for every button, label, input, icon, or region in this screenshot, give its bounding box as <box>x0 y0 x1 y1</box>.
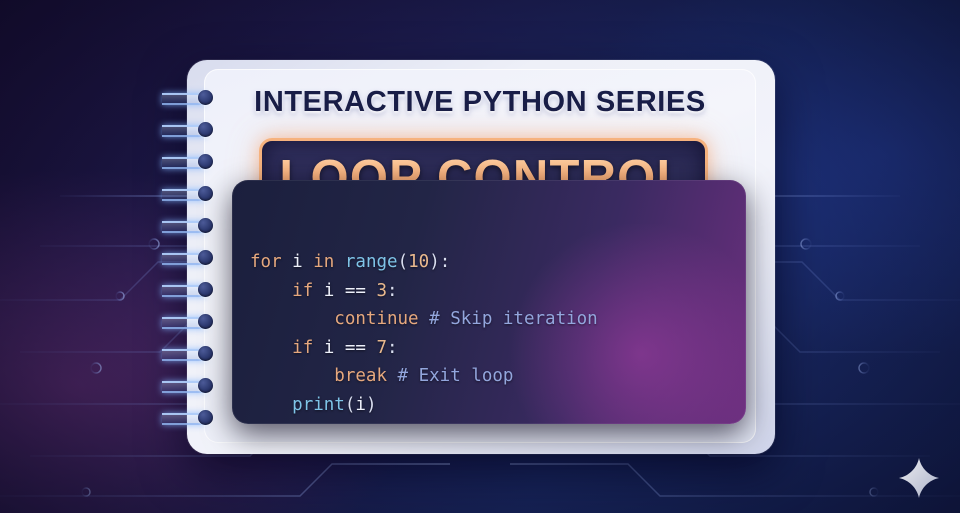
binding-ring <box>162 122 228 137</box>
code-token: i <box>292 252 303 272</box>
code-token <box>419 309 430 329</box>
code-token: ( <box>344 394 356 415</box>
binding-ring <box>162 346 228 361</box>
code-token <box>250 366 334 386</box>
code-line: if i == 7: <box>250 334 598 363</box>
code-token: == <box>344 337 366 358</box>
binding-hole <box>198 154 213 169</box>
binding-wire <box>162 221 206 233</box>
code-line: for i in range(10): <box>250 248 598 277</box>
code-token: i <box>323 337 335 358</box>
binding-wire <box>162 381 206 393</box>
code-token: i <box>323 280 335 301</box>
code-token: ) <box>365 394 377 415</box>
code-token <box>313 338 324 358</box>
page-title: INTERACTIVE PYTHON SERIES <box>254 86 706 118</box>
code-token <box>303 252 314 272</box>
binding-ring <box>162 282 228 297</box>
binding-wire <box>162 125 206 137</box>
code-block[interactable]: for i in range(10): if i == 3: continue … <box>250 248 598 419</box>
code-token <box>250 281 292 301</box>
binding-hole <box>198 250 213 265</box>
binding-ring <box>162 378 228 393</box>
binding-hole <box>198 218 213 233</box>
code-token <box>334 338 345 358</box>
code-line: if i == 3: <box>250 277 598 306</box>
sparkle-icon <box>899 458 939 498</box>
binding-wire <box>162 413 206 425</box>
binding-ring <box>162 410 228 425</box>
code-token: # Skip iteration <box>429 309 598 329</box>
binding-ring <box>162 314 228 329</box>
binding-hole <box>198 122 213 137</box>
code-token <box>334 252 345 272</box>
code-token: break <box>334 366 387 386</box>
binding-wire <box>162 157 206 169</box>
binding-wire <box>162 253 206 265</box>
code-token: 7 <box>376 337 388 358</box>
binding-wire <box>162 317 206 329</box>
code-token: == <box>344 280 366 301</box>
spiral-binding <box>162 60 240 454</box>
binding-wire <box>162 285 206 297</box>
code-token: if <box>292 280 314 301</box>
code-token <box>313 281 324 301</box>
binding-ring <box>162 186 228 201</box>
code-token: : <box>387 280 398 301</box>
panel-glow <box>496 224 746 424</box>
code-token: in <box>313 252 335 272</box>
code-token: for <box>250 252 282 272</box>
code-line: print(i) <box>250 391 598 420</box>
binding-wire <box>162 189 206 201</box>
binding-wire <box>162 349 206 361</box>
code-token: ): <box>429 252 451 272</box>
code-token <box>282 252 293 272</box>
code-token: 10 <box>408 252 430 272</box>
code-token: 3 <box>376 280 388 301</box>
code-line: break # Exit loop <box>250 362 598 391</box>
code-token <box>366 338 377 358</box>
code-token <box>250 338 292 358</box>
code-token <box>250 395 292 415</box>
binding-ring <box>162 154 228 169</box>
binding-hole <box>198 186 213 201</box>
code-token: print <box>292 394 345 415</box>
binding-hole <box>198 282 213 297</box>
code-token: ( <box>397 252 409 272</box>
code-token <box>366 281 377 301</box>
code-token: # Exit loop <box>397 366 514 386</box>
code-token <box>387 366 398 386</box>
code-token: range <box>344 252 398 272</box>
code-token <box>334 281 345 301</box>
binding-hole <box>198 90 213 105</box>
binding-ring <box>162 250 228 265</box>
code-token: i <box>355 394 366 415</box>
code-line: continue # Skip iteration <box>250 305 598 334</box>
code-panel: for i in range(10): if i == 3: continue … <box>232 180 746 424</box>
binding-ring <box>162 218 228 233</box>
code-token <box>250 309 334 329</box>
binding-hole <box>198 314 213 329</box>
code-token: : <box>387 337 398 358</box>
binding-hole <box>198 346 213 361</box>
binding-hole <box>198 378 213 393</box>
code-token: if <box>292 337 314 358</box>
binding-wire <box>162 93 206 105</box>
code-token: continue <box>334 309 419 329</box>
binding-ring <box>162 90 228 105</box>
binding-hole <box>198 410 213 425</box>
